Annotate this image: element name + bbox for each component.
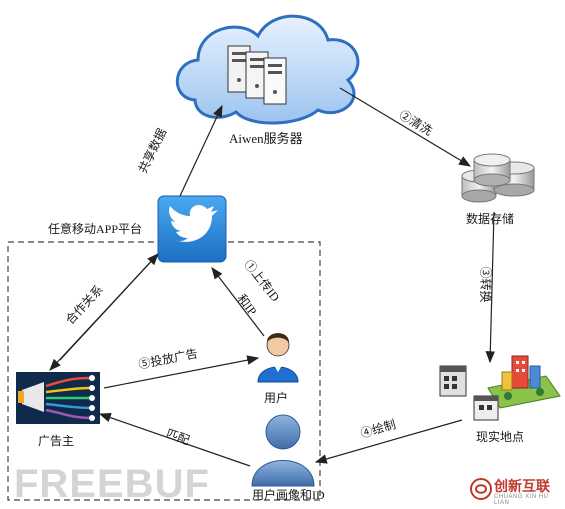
- arrow-coop-down: [49, 253, 159, 371]
- platform-label: 任意移动APP平台: [48, 222, 143, 236]
- edge-label-convert: ③转换: [478, 266, 493, 303]
- megaphone-icon: [16, 372, 100, 424]
- arrow-draw: [314, 419, 463, 464]
- logo-name: 创新互联: [494, 478, 550, 494]
- user-icon: [257, 333, 299, 383]
- arrow-convert: [485, 211, 496, 364]
- server-icon: [227, 45, 287, 105]
- building-icon: [439, 365, 499, 421]
- arrow-share-data: [179, 104, 223, 197]
- location-label: 现实地点: [476, 430, 525, 444]
- logo-icon: [470, 478, 492, 500]
- profile-label: 用户画像和ID: [252, 488, 325, 502]
- user-label: 用户: [264, 391, 289, 405]
- location-icon: [487, 355, 561, 409]
- advertiser-label: 广告主: [38, 434, 75, 448]
- logo-sub: CHUANG XIN HU LIAN: [494, 494, 549, 506]
- twitter-icon: [157, 195, 227, 263]
- arrow-clean: [339, 87, 472, 167]
- arrow-ads: [103, 355, 260, 389]
- profile-person-icon: [251, 414, 315, 487]
- arrow-match: [98, 413, 251, 467]
- storage-label: 数据存储: [466, 212, 515, 226]
- arrow-upload: [211, 267, 265, 337]
- database-icon: [461, 153, 535, 203]
- server-label: Aiwen服务器: [229, 131, 303, 146]
- freebuf-watermark: FREEBUF: [14, 462, 210, 506]
